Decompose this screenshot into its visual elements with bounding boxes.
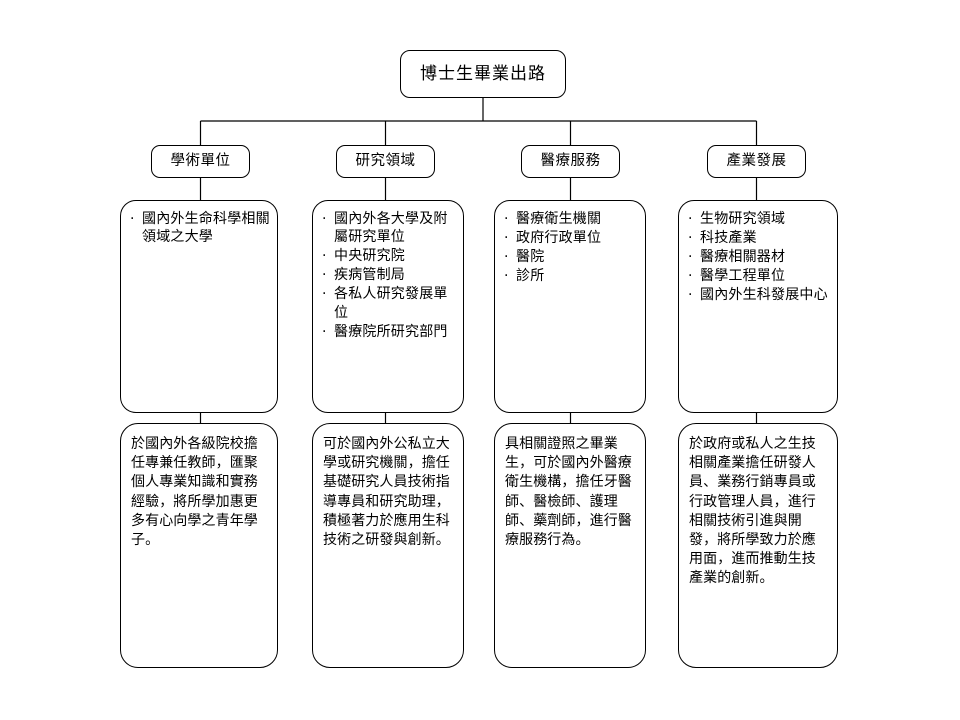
list-item: · 醫療院所研究部門 xyxy=(319,323,457,341)
category-node-medical-service[interactable]: 醫療服務 xyxy=(521,145,620,178)
list-item: · 醫療衛生機關 xyxy=(501,210,639,228)
list-node-research[interactable]: ·國內外各大學及附屬研究單位 ·中央研究院 ·疾病管制局 ·各私人研究發展單位 … xyxy=(312,200,464,413)
description-node-medical-service[interactable]: 具相關證照之畢業生，可於國內外醫療衛生機構，擔任牙醫師、醫檢師、護理師、藥劑師，… xyxy=(494,423,646,668)
list-item-label: 國內外生科發展中心 xyxy=(700,286,828,303)
list-item-label: 生物研究領域 xyxy=(700,211,786,227)
bullet-glyph: · xyxy=(322,267,327,284)
bullet-glyph: · xyxy=(504,248,509,265)
list-item: · 國內外生命科學相關領域之大學 xyxy=(127,210,271,247)
list-item-label: 各私人研究發展單位 xyxy=(334,286,448,321)
list-item-label: 醫療相關器材 xyxy=(700,248,786,265)
bullet-glyph: · xyxy=(322,286,327,303)
list-item: · 科技產業 xyxy=(685,229,831,247)
category-node-label: 學術單位 xyxy=(170,153,231,170)
category-node-label: 研究領域 xyxy=(355,153,416,170)
list-item-label: 醫學工程單位 xyxy=(700,267,786,284)
list-item-label: 國內外生命科學相關領域之大學 xyxy=(142,211,270,246)
bullet-list: · 生物研究領域 · 科技產業 · 醫療相關器材 · 醫學工程單位 · 國內外生科發展中心 xyxy=(685,210,831,304)
list-node-industry[interactable]: · 生物研究領域 · 科技產業 · 醫療相關器材 · 醫學工程單位 · 國內外生科發展中心 xyxy=(678,200,838,413)
bullet-glyph: · xyxy=(504,267,509,284)
list-item-label: 國內外各大學及附屬研究單位 xyxy=(334,211,448,246)
list-item-label: 政府行政單位 xyxy=(516,229,602,246)
bullet-list: · 國內外生命科學相關領域之大學 xyxy=(127,210,271,247)
description-node-academic[interactable]: 於國內外各級院校擔任專兼任教師，匯聚個人專業知識和實務經驗，將所學加惠更多有心向… xyxy=(120,423,278,668)
root-node[interactable]: 博士生畢業出路 xyxy=(400,50,566,98)
root-node-label: 博士生畢業出路 xyxy=(420,63,546,84)
list-item: · 生物研究領域 xyxy=(685,210,831,228)
category-node-academic[interactable]: 學術單位 xyxy=(151,145,250,178)
bullet-glyph: · xyxy=(504,229,509,246)
description-node-text: 可於國內外公私立大學或研究機關，擔任基礎研究人員技術指導專員和研究助理，積極著力… xyxy=(323,436,450,548)
list-item: · 中央研究院 xyxy=(319,247,457,265)
bullet-glyph: · xyxy=(322,323,327,340)
list-item-label: 中央研究院 xyxy=(334,248,405,265)
list-item: · 疾病管制局 xyxy=(319,266,457,284)
list-item-label: 醫療衛生機關 xyxy=(516,211,602,227)
list-item: · 政府行政單位 xyxy=(501,229,639,247)
list-item: · 國內外生科發展中心 xyxy=(685,286,831,304)
list-item-label: 科技產業 xyxy=(700,229,757,246)
bullet-glyph: · xyxy=(688,229,693,246)
description-node-text: 具相關證照之畢業生，可於國內外醫療衛生機構，擔任牙醫師、醫檢師、護理師、藥劑師，… xyxy=(505,436,632,548)
category-node-research[interactable]: 研究領域 xyxy=(336,145,435,178)
list-item-label: 疾病管制局 xyxy=(334,267,405,284)
bullet-list: · 醫療衛生機關 · 政府行政單位 · 醫院 · 診所 xyxy=(501,210,639,285)
list-item: · 國內外各大學及附屬研究單位 xyxy=(319,210,457,247)
description-node-text: 於政府或私人之生技相關產業擔任研發人員、業務行銷專員或行政管理人員，進行相關技術… xyxy=(689,436,816,587)
bullet-glyph: · xyxy=(322,248,327,265)
bullet-glyph: · xyxy=(130,211,135,227)
description-node-industry[interactable]: 於政府或私人之生技相關產業擔任研發人員、業務行銷專員或行政管理人員，進行相關技術… xyxy=(678,423,838,668)
list-item-label: 醫院 xyxy=(516,248,545,265)
list-node-medical-service[interactable]: · 醫療衛生機關 · 政府行政單位 · 醫院 · 診所 xyxy=(494,200,646,413)
list-item: · 醫學工程單位 xyxy=(685,267,831,285)
list-item-label: 醫療院所研究部門 xyxy=(334,323,448,340)
list-item-label: 診所 xyxy=(516,267,545,284)
bullet-glyph: · xyxy=(504,211,509,227)
bullet-glyph: · xyxy=(322,211,327,227)
list-item: · 各私人研究發展單位 xyxy=(319,285,457,322)
list-item: · 醫院 xyxy=(501,248,639,266)
description-node-text: 於國內外各級院校擔任專兼任教師，匯聚個人專業知識和實務經驗，將所學加惠更多有心向… xyxy=(131,436,258,548)
list-node-academic[interactable]: · 國內外生命科學相關領域之大學 xyxy=(120,200,278,413)
bullet-list: ·國內外各大學及附屬研究單位 ·中央研究院 ·疾病管制局 ·各私人研究發展單位 … xyxy=(319,210,457,341)
bullet-glyph: · xyxy=(688,248,693,265)
category-node-industry[interactable]: 產業發展 xyxy=(707,145,806,178)
description-node-research[interactable]: 可於國內外公私立大學或研究機關，擔任基礎研究人員技術指導專員和研究助理，積極著力… xyxy=(312,423,464,668)
bullet-glyph: · xyxy=(688,211,693,227)
list-item: · 醫療相關器材 xyxy=(685,248,831,266)
category-node-label: 醫療服務 xyxy=(540,153,601,170)
bullet-glyph: · xyxy=(688,267,693,284)
list-item: · 診所 xyxy=(501,267,639,285)
category-node-label: 產業發展 xyxy=(726,153,787,170)
bullet-glyph: · xyxy=(688,286,693,303)
